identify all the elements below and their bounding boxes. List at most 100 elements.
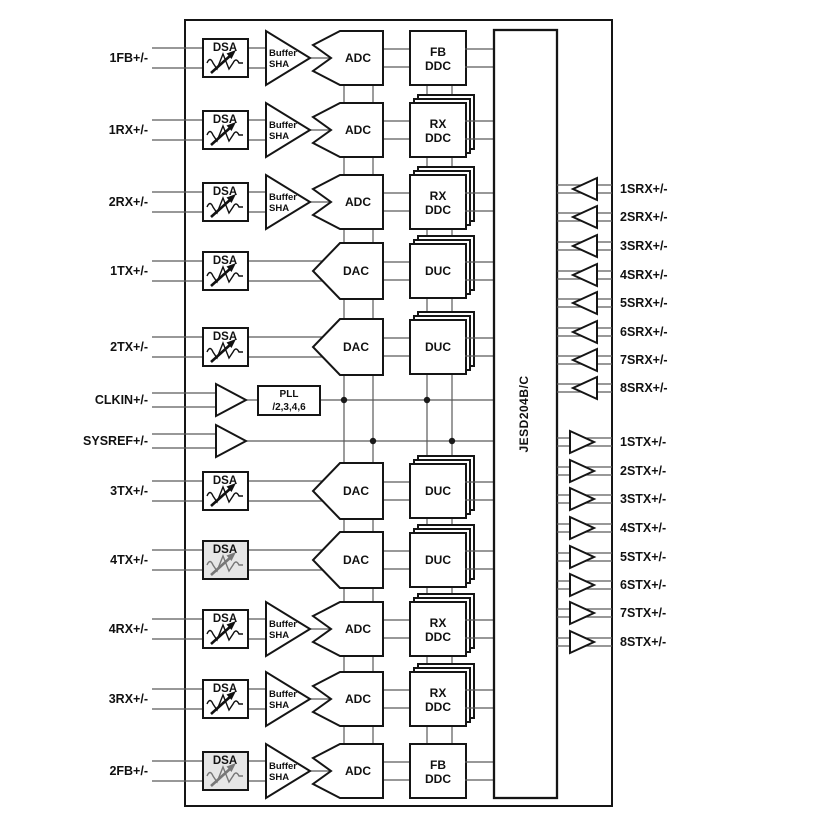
adc-label: ADC	[345, 51, 371, 65]
serdes-tx-lane: 6STX+/-	[557, 572, 666, 598]
adc-shape: ADC	[311, 671, 384, 727]
ddc-label-line1: RX	[430, 616, 447, 630]
sha-label: SHA	[269, 700, 289, 711]
tx-triangle-icon	[569, 572, 597, 598]
pin-label: 1TX+/-	[110, 264, 148, 278]
rx-triangle-icon	[570, 319, 598, 345]
chip-boundary	[184, 19, 613, 807]
row-2fb: 2FB+/- DSA Buffer SHA ADC FB DDC	[109, 742, 495, 800]
tx-triangle-icon	[569, 515, 597, 541]
ddc-label-line2: DDC	[425, 131, 451, 145]
adc-label: ADC	[345, 764, 371, 778]
buffer-label: Buffer	[269, 619, 297, 630]
clock-section: CLKIN+/- PLL /2,3,4,6 SYSREF+/-	[83, 382, 321, 459]
sha-label: SHA	[269, 131, 289, 142]
row-wires-out	[465, 261, 495, 281]
tx-triangle-icon	[569, 429, 597, 455]
dac-shape: DAC	[311, 462, 384, 520]
srx-label: 8SRX+/-	[620, 381, 668, 395]
dsa-block: DSA	[202, 751, 249, 791]
dsa-label: DSA	[213, 255, 237, 267]
stx-label: 1STX+/-	[620, 435, 666, 449]
serdes-rx-lane: 2SRX+/-	[557, 204, 668, 230]
dsa-block: DSA	[202, 38, 249, 78]
duc-block: DUC	[409, 455, 475, 519]
serdes-tx-lane: 1STX+/-	[557, 429, 666, 455]
adc-shape: ADC	[311, 30, 384, 86]
serdes-rx-lane: 6SRX+/-	[557, 319, 668, 345]
rx-ddc-block: RX DDC	[409, 166, 475, 230]
rx-triangle-icon	[570, 375, 598, 401]
dsa-label: DSA	[213, 683, 237, 695]
pin-label: 3RX+/-	[109, 692, 148, 706]
dsa-block: DSA	[202, 679, 249, 719]
serdes-tx-lane: 2STX+/-	[557, 458, 666, 484]
serdes-tx-lane: 3STX+/-	[557, 486, 666, 512]
row-4rx: 4RX+/- DSA Buffer SHA ADC RX DDC	[109, 593, 495, 658]
dac-label: DAC	[343, 340, 369, 354]
buffer-label: Buffer	[269, 120, 297, 131]
serdes-rx-lanes: 1SRX+/- 2SRX+/- 3SRX+/- 4SRX+/- 5SRX+/- …	[557, 176, 668, 401]
dac-label: DAC	[343, 553, 369, 567]
dac-label: DAC	[343, 484, 369, 498]
tx-triangle-icon	[569, 458, 597, 484]
sha-label: SHA	[269, 630, 289, 641]
serdes-rx-lane: 1SRX+/-	[557, 176, 668, 202]
rx-triangle-icon	[570, 176, 598, 202]
dsa-block: DSA	[202, 251, 249, 291]
row-wires-out	[465, 337, 495, 357]
pin-label: 4RX+/-	[109, 622, 148, 636]
dsa-block: DSA	[202, 609, 249, 649]
sysref-pin-label: SYSREF+/-	[83, 434, 148, 448]
dac-shape: DAC	[311, 242, 384, 300]
row-wires	[152, 260, 412, 282]
dsa-block: DSA	[202, 471, 249, 511]
row-wires	[152, 760, 412, 782]
junction-dot	[340, 396, 348, 404]
buffer-label: Buffer	[269, 48, 297, 59]
tx-triangle-icon	[569, 629, 597, 655]
sysref-buffer-icon	[215, 423, 249, 459]
serdes-rx-lane: 3SRX+/-	[557, 233, 668, 259]
junction-dot	[423, 396, 431, 404]
serdes-tx-lane: 7STX+/-	[557, 600, 666, 626]
duc-block: DUC	[409, 311, 475, 375]
pll-label-line1: PLL	[280, 389, 299, 400]
srx-label: 2SRX+/-	[620, 210, 668, 224]
serdes-rx-lane: 5SRX+/-	[557, 290, 668, 316]
clock-horizontal-wires	[244, 396, 495, 445]
buffer-label: Buffer	[269, 761, 297, 772]
buffer-label: Buffer	[269, 192, 297, 203]
jesd-block: JESD204B/C	[492, 28, 559, 800]
buffer-sha-amp: Buffer SHA	[265, 173, 312, 231]
stx-label: 4STX+/-	[620, 521, 666, 535]
serdes-rx-lane: 8SRX+/-	[557, 375, 668, 401]
ddc-label-line2: DDC	[425, 203, 451, 217]
pin-label: 2TX+/-	[110, 340, 148, 354]
row-wires	[152, 47, 412, 69]
stx-label: 8STX+/-	[620, 635, 666, 649]
pin-label: 2RX+/-	[109, 195, 148, 209]
buffer-sha-amp: Buffer SHA	[265, 600, 312, 658]
srx-label: 5SRX+/-	[620, 296, 668, 310]
rx-triangle-icon	[570, 233, 598, 259]
dsa-block: DSA	[202, 182, 249, 222]
dsa-block: DSA	[202, 110, 249, 150]
dsa-label: DSA	[213, 331, 237, 343]
rx-triangle-icon	[570, 262, 598, 288]
row-wires	[152, 549, 412, 571]
dsa-label: DSA	[213, 186, 237, 198]
row-wires-out	[465, 550, 495, 570]
row-wires-out	[465, 689, 495, 709]
ddc-label-line2: DDC	[425, 59, 451, 73]
fb-ddc-block: FB DDC	[409, 743, 467, 799]
dsa-block: DSA	[202, 327, 249, 367]
serdes-rx-lane: 7SRX+/-	[557, 347, 668, 373]
clkin-pin-label: CLKIN+/-	[95, 393, 148, 407]
row-2rx: 2RX+/- DSA Buffer SHA ADC RX DDC	[109, 166, 495, 231]
dac-shape: DAC	[311, 318, 384, 376]
adc-shape: ADC	[311, 743, 384, 799]
row-wires-out	[465, 619, 495, 639]
junction-dot	[448, 437, 456, 445]
adc-shape: ADC	[311, 102, 384, 158]
